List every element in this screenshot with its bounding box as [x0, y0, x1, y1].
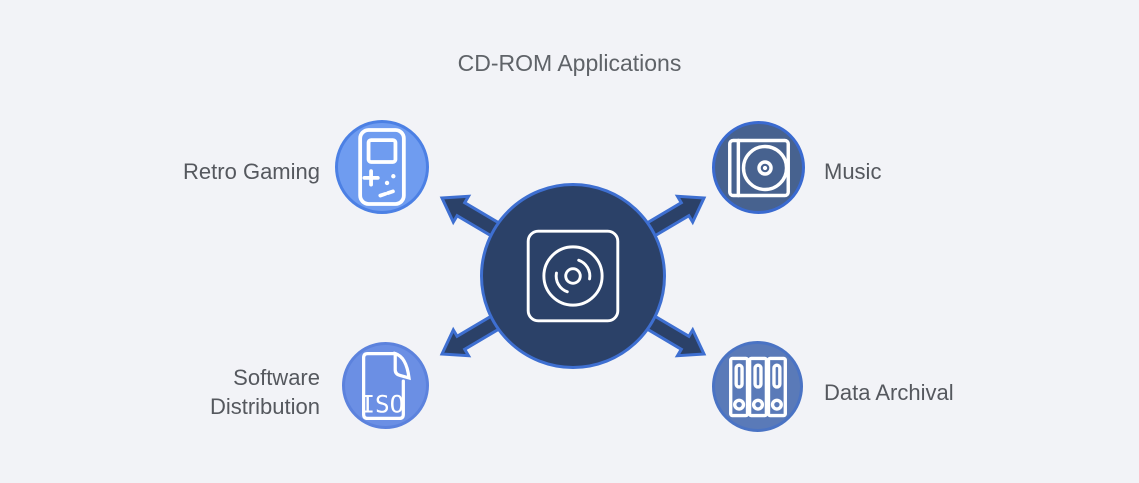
diagram-title: CD-ROM Applications [457, 50, 682, 76]
cd-disc-icon [526, 229, 620, 323]
node-label-data-archival: Data Archival [824, 380, 954, 405]
node-label-music: Music [824, 159, 882, 184]
node-circle-software-distribution: ISO [342, 342, 429, 429]
node-circle-data-archival [712, 341, 803, 432]
node-label-retro-gaming: Retro Gaming [183, 159, 320, 184]
archive-binders-icon [728, 356, 787, 417]
iso-file-label: ISO [360, 389, 404, 418]
node-label-software-distribution: Software Distribution [209, 365, 320, 419]
node-circle-retro-gaming [335, 120, 429, 214]
hub-circle [480, 183, 666, 369]
cd-jewel-case-icon [727, 138, 790, 197]
iso-file-icon: ISO [360, 350, 411, 420]
handheld-console-icon [358, 128, 406, 206]
node-circle-music [712, 121, 805, 214]
